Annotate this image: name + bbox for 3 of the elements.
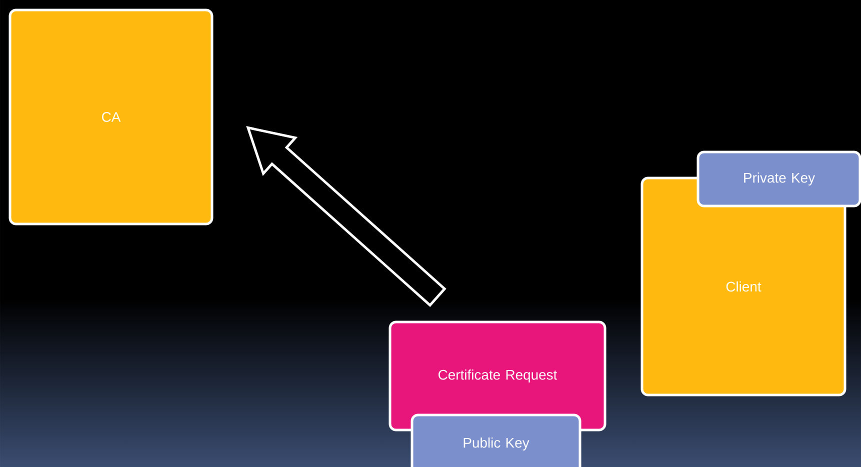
key-tag: Public Key [410, 414, 582, 467]
key-tag: Private Key [696, 150, 861, 208]
ca-box: CA [8, 8, 214, 226]
